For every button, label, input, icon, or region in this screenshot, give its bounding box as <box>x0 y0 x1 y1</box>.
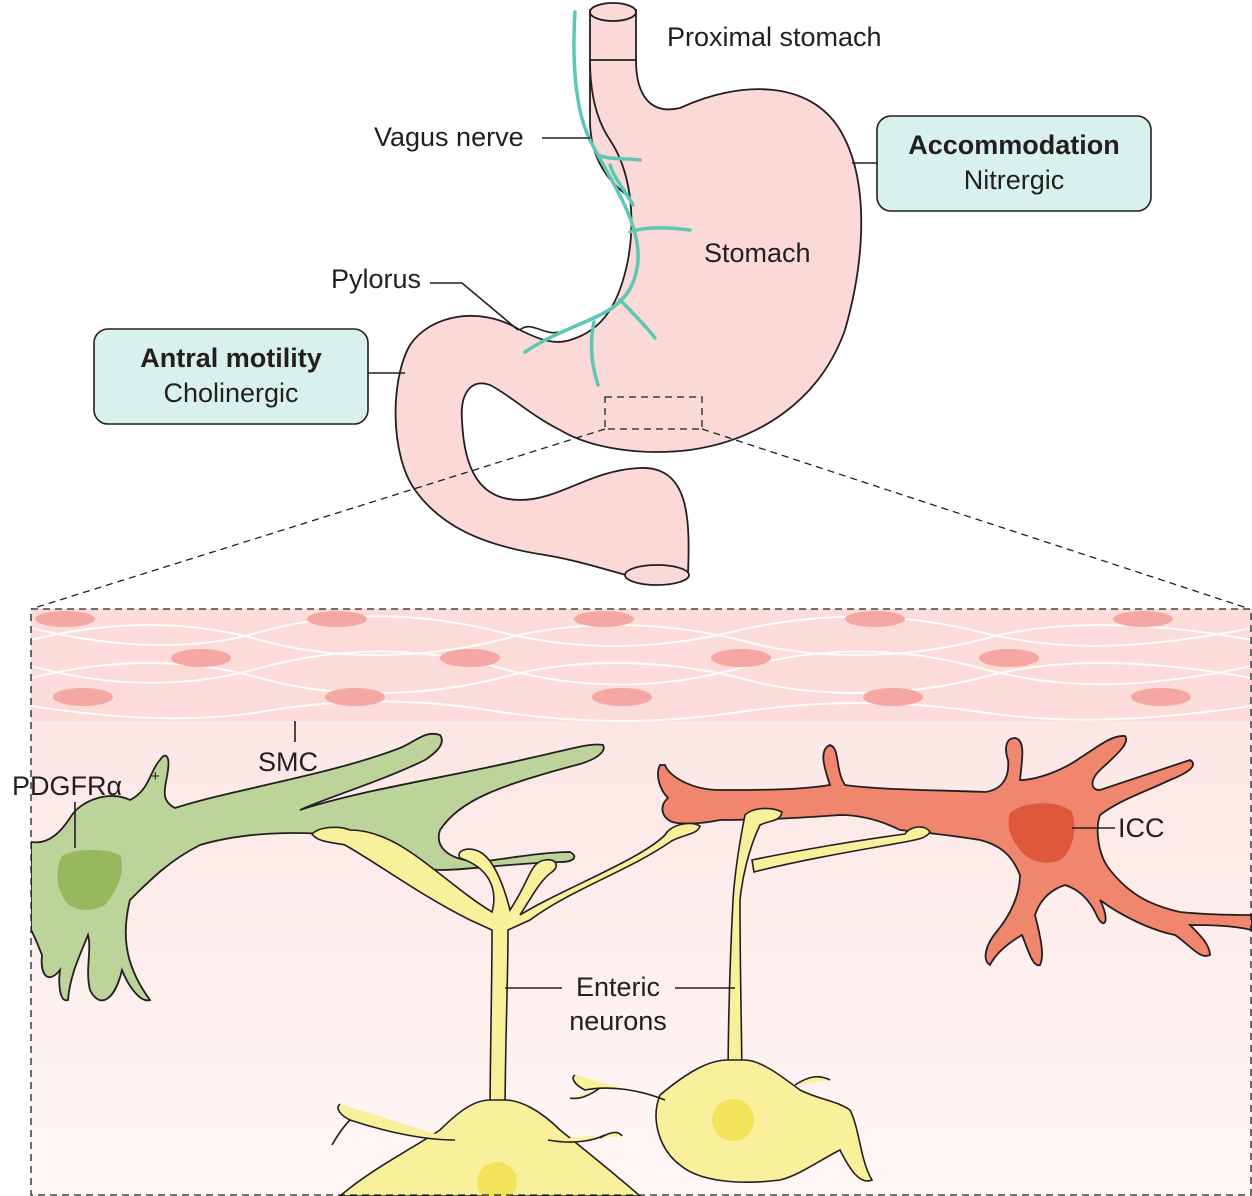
antral-subtitle: Cholinergic <box>163 378 298 408</box>
stomach-illustration <box>30 2 1251 610</box>
smooth-muscle-layer <box>31 609 1252 722</box>
accommodation-title: Accommodation <box>908 130 1120 160</box>
label-smc: SMC <box>258 747 318 777</box>
label-enteric-neurons-line1: Enteric <box>576 972 660 1002</box>
label-vagus-nerve: Vagus nerve <box>374 122 524 152</box>
label-pdgfra: PDGFRα <box>12 771 122 801</box>
zoom-region <box>604 396 703 430</box>
label-pdgfra-sup: + <box>151 768 160 785</box>
label-pylorus: Pylorus <box>331 264 421 294</box>
label-proximal-stomach: Proximal stomach <box>667 22 882 52</box>
oesophagus-opening <box>589 2 637 22</box>
label-stomach: Stomach <box>704 238 811 268</box>
tissue-panel <box>31 609 1252 1196</box>
zoom-panel-border <box>30 608 1252 1196</box>
accommodation-subtitle: Nitrergic <box>964 165 1065 195</box>
antral-motility-box: Antral motility Cholinergic <box>93 328 369 425</box>
label-icc: ICC <box>1118 813 1165 843</box>
vagus-nerve <box>523 10 692 387</box>
pdgfra-cell <box>31 732 605 1002</box>
stomach-body <box>394 59 863 576</box>
accommodation-box: Accommodation Nitrergic <box>876 115 1152 212</box>
label-enteric-neurons-line2: neurons <box>569 1006 667 1036</box>
enteric-neurons <box>310 807 931 1196</box>
neuron-nuclei <box>477 1099 754 1196</box>
antral-title: Antral motility <box>140 343 322 373</box>
duodenum-opening <box>624 564 690 586</box>
